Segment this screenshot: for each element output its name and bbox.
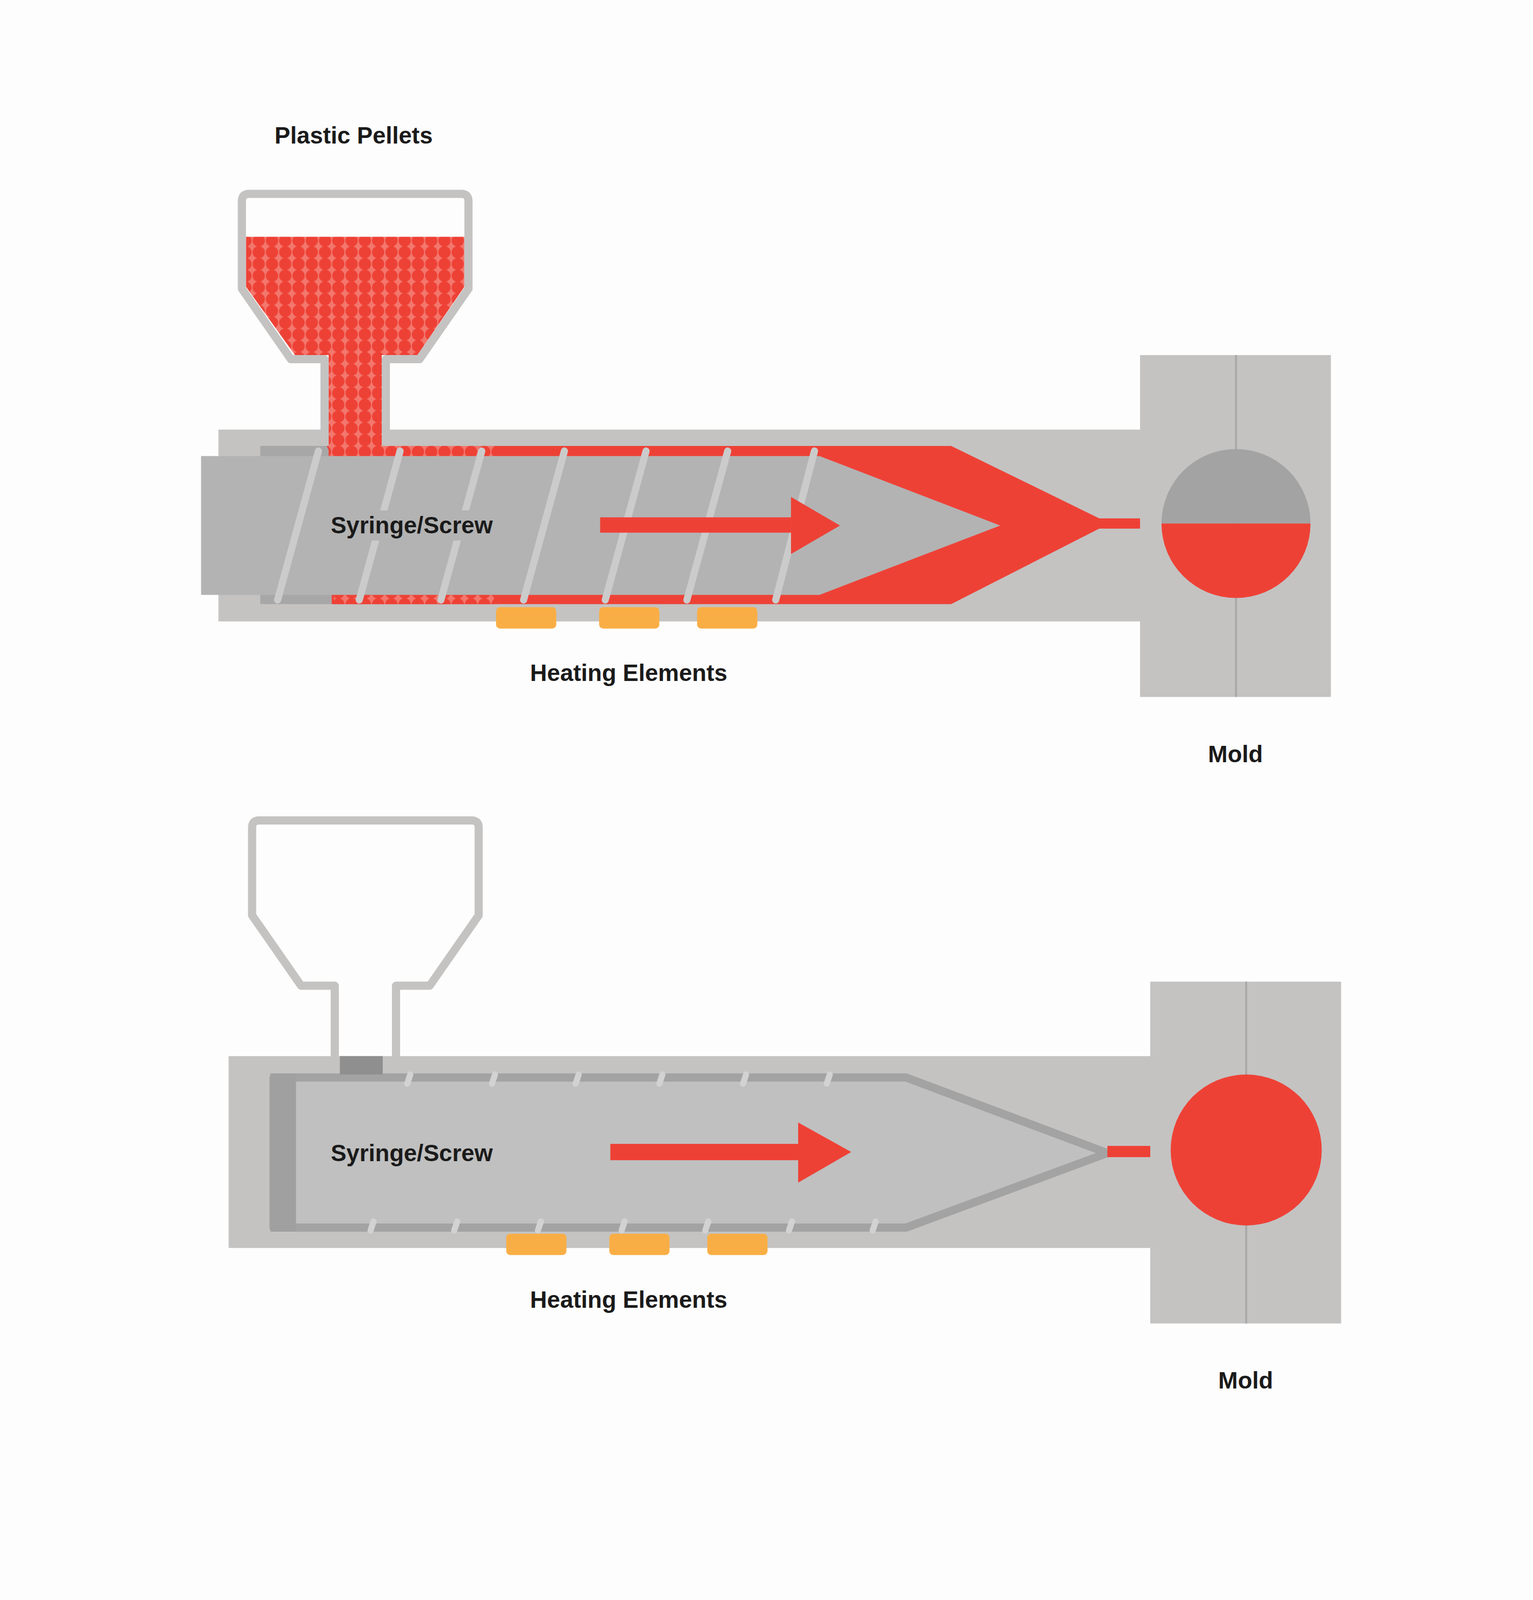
bottom-panel <box>228 820 1341 1325</box>
mold-node: Mold <box>1140 355 1332 770</box>
top-panel <box>200 194 1331 698</box>
hopper-outline <box>251 820 479 1073</box>
screw-flight <box>538 1221 542 1231</box>
screw-flight <box>523 451 565 601</box>
heating-element <box>609 1234 670 1256</box>
screw-flight <box>788 1221 793 1231</box>
screw-node: Syringe/Screw <box>200 456 820 596</box>
screw-label: Syringe/Screw <box>327 1138 496 1169</box>
heating-element <box>506 1234 567 1256</box>
heating-element <box>598 607 660 629</box>
mold-block <box>1150 982 1342 1325</box>
heating-element <box>707 1234 768 1256</box>
hopper-label: Plastic Pellets <box>271 120 436 151</box>
hopper-node: Plastic Pellets <box>203 120 503 448</box>
mold-block <box>1140 355 1332 698</box>
screw-flight <box>659 1074 663 1084</box>
screw-flight <box>407 1074 411 1084</box>
screw-flight <box>705 1221 709 1231</box>
screw-flight <box>621 1221 625 1231</box>
mold-label: Mold <box>1215 1365 1276 1397</box>
screw-flight <box>277 451 319 601</box>
mold-node: Mold <box>1150 982 1342 1397</box>
hopper-gate <box>339 1056 383 1075</box>
screw <box>200 456 1001 596</box>
screw-flight <box>370 1221 374 1231</box>
part-label: Heating Elements <box>529 1286 728 1315</box>
screw-label: Syringe/Screw <box>327 510 496 541</box>
flow-arrow-shaft <box>599 517 792 533</box>
mold-cavity-filling <box>1161 523 1311 599</box>
screw-node: Syringe/Screw <box>295 1083 907 1223</box>
flow-arrow-head <box>791 497 841 555</box>
barrel-end-wall <box>270 1073 296 1233</box>
barrel <box>228 1056 1151 1249</box>
hopper-outline <box>241 194 469 447</box>
screw-flight <box>454 1221 458 1231</box>
flow-arrow-head <box>798 1122 852 1183</box>
screw-flight <box>872 1221 876 1231</box>
screw-flight <box>826 1074 830 1084</box>
mold-label: Mold <box>1204 739 1266 770</box>
flow-arrow-shaft <box>610 1144 802 1161</box>
plunger-outline <box>273 1077 1108 1228</box>
screw-flight <box>575 1074 579 1084</box>
screw-flight <box>742 1074 747 1084</box>
heating-element <box>496 607 557 629</box>
mold-cavity-full <box>1170 1074 1322 1226</box>
screw-flights <box>277 451 815 601</box>
part-label: Heating Elements <box>529 659 728 688</box>
mold-cavity-empty <box>1161 449 1311 524</box>
heating-element <box>697 607 758 629</box>
screw-flight <box>492 1074 496 1084</box>
